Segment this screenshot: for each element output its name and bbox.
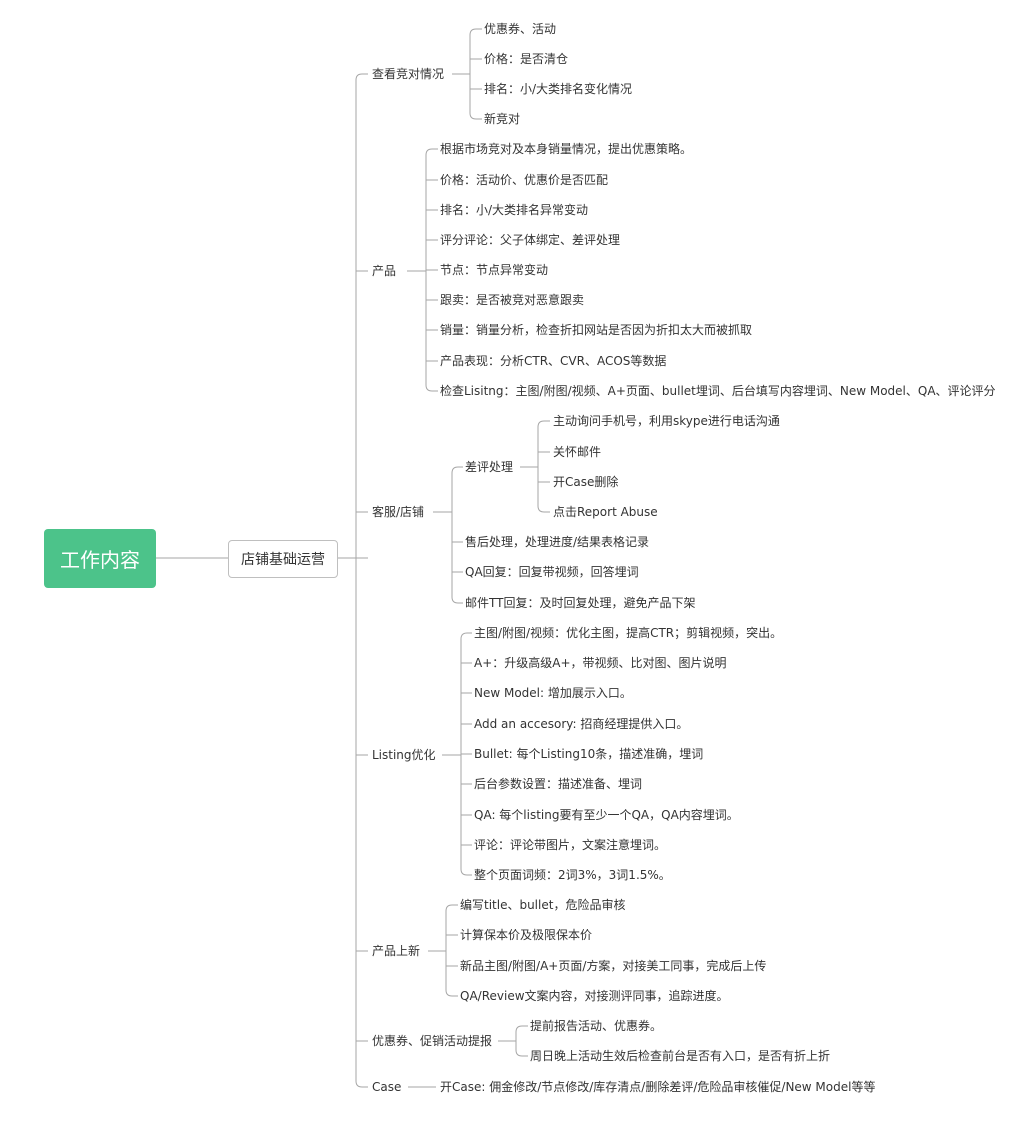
branch-item[interactable]: 后台参数设置：描述准备、埋词 (474, 777, 643, 791)
section-spine (469, 28, 482, 120)
subsection-item[interactable]: 开Case删除 (553, 475, 619, 489)
section-label[interactable]: 查看竞对情况 (372, 67, 445, 81)
branch-item[interactable]: 售后处理，处理进度/结果表格记录 (465, 535, 650, 549)
branch-item[interactable]: 节点：节点异常变动 (440, 263, 549, 277)
subsection-spine (537, 420, 550, 513)
section-label[interactable]: 产品上新 (372, 944, 421, 958)
branch-item[interactable]: 评分评论：父子体绑定、差评处理 (440, 233, 621, 247)
branch-item[interactable]: 排名：小/大类排名变化情况 (484, 82, 633, 96)
section-spine (445, 904, 458, 997)
section-spine (451, 466, 463, 604)
subsection-label[interactable]: 差评处理 (465, 460, 514, 474)
section-spine (425, 148, 438, 392)
subsection-item[interactable]: 关怀邮件 (553, 445, 602, 459)
section-label[interactable]: Listing优化 (372, 748, 436, 762)
branch-item[interactable]: 邮件TT回复：及时回复处理，避免产品下架 (465, 596, 696, 610)
branch-item[interactable]: 计算保本价及极限保本价 (460, 928, 593, 942)
branch-item[interactable]: New Model: 增加展示入口。 (474, 686, 632, 700)
branch-item[interactable]: Add an accesory: 招商经理提供入口。 (474, 717, 689, 731)
subsection-item[interactable]: 点击Report Abuse (553, 505, 658, 519)
branch-item[interactable]: QA/Review文案内容，对接测评同事，追踪进度。 (460, 989, 729, 1003)
root-node[interactable]: 工作内容 (44, 529, 156, 588)
branch-item[interactable]: 新品主图/附图/A+页面/方案，对接美工同事，完成后上传 (460, 959, 767, 973)
subsection-item[interactable]: 主动询问手机号，利用skype进行电话沟通 (553, 414, 780, 428)
branch-item[interactable]: 价格：活动价、优惠价是否匹配 (440, 173, 609, 187)
branch-item[interactable]: 主图/附图/视频：优化主图，提高CTR；剪辑视频，突出。 (474, 626, 783, 640)
section-spine (460, 632, 472, 876)
branch-item[interactable]: 根据市场竞对及本身销量情况，提出优惠策略。 (440, 142, 693, 156)
branch-item[interactable]: 价格：是否清仓 (484, 52, 569, 66)
branch-item[interactable]: 销量：销量分析，检查折扣网站是否因为折扣太大而被抓取 (440, 323, 753, 337)
section-label[interactable]: Case (372, 1080, 402, 1094)
branch-item[interactable]: 新竞对 (484, 112, 521, 126)
hub-node[interactable]: 店铺基础运营 (228, 540, 338, 578)
branch-item[interactable]: 提前报告活动、优惠券。 (530, 1019, 663, 1033)
section-label[interactable]: 优惠券、促销活动提报 (372, 1034, 493, 1048)
branch-item[interactable]: 优惠券、活动 (484, 22, 557, 36)
branch-item[interactable]: Bullet: 每个Listing10条，描述准确，埋词 (474, 747, 704, 761)
branch-item[interactable]: 周日晚上活动生效后检查前台是否有入口，是否有折上折 (530, 1049, 831, 1063)
branch-item[interactable]: QA回复：回复带视频，回答埋词 (465, 565, 639, 579)
branch-item[interactable]: 检查Lisitng：主图/附图/视频、A+页面、bullet埋词、后台填写内容埋… (440, 384, 996, 398)
branch-item[interactable]: 产品表现：分析CTR、CVR、ACOS等数据 (440, 354, 667, 368)
branch-item[interactable]: 编写title、bullet，危险品审核 (460, 898, 626, 912)
branch-item[interactable]: 开Case: 佣金修改/节点修改/库存清点/删除差评/危险品审核催促/New M… (440, 1080, 876, 1094)
main-spine (355, 73, 368, 1088)
section-label[interactable]: 客服/店铺 (372, 505, 425, 519)
branch-item[interactable]: 评论：评论带图片，文案注意埋词。 (474, 838, 667, 852)
section-label[interactable]: 产品 (372, 264, 397, 278)
branch-item[interactable]: A+：升级高级A+，带视频、比对图、图片说明 (474, 656, 727, 670)
branch-item[interactable]: 整个页面词频：2词3%，3词1.5%。 (474, 868, 671, 882)
branch-item[interactable]: QA: 每个listing要有至少一个QA，QA内容埋词。 (474, 808, 739, 822)
branch-item[interactable]: 跟卖：是否被竞对恶意跟卖 (440, 293, 585, 307)
branch-item[interactable]: 排名：小/大类排名异常变动 (440, 203, 589, 217)
section-spine (515, 1025, 528, 1057)
